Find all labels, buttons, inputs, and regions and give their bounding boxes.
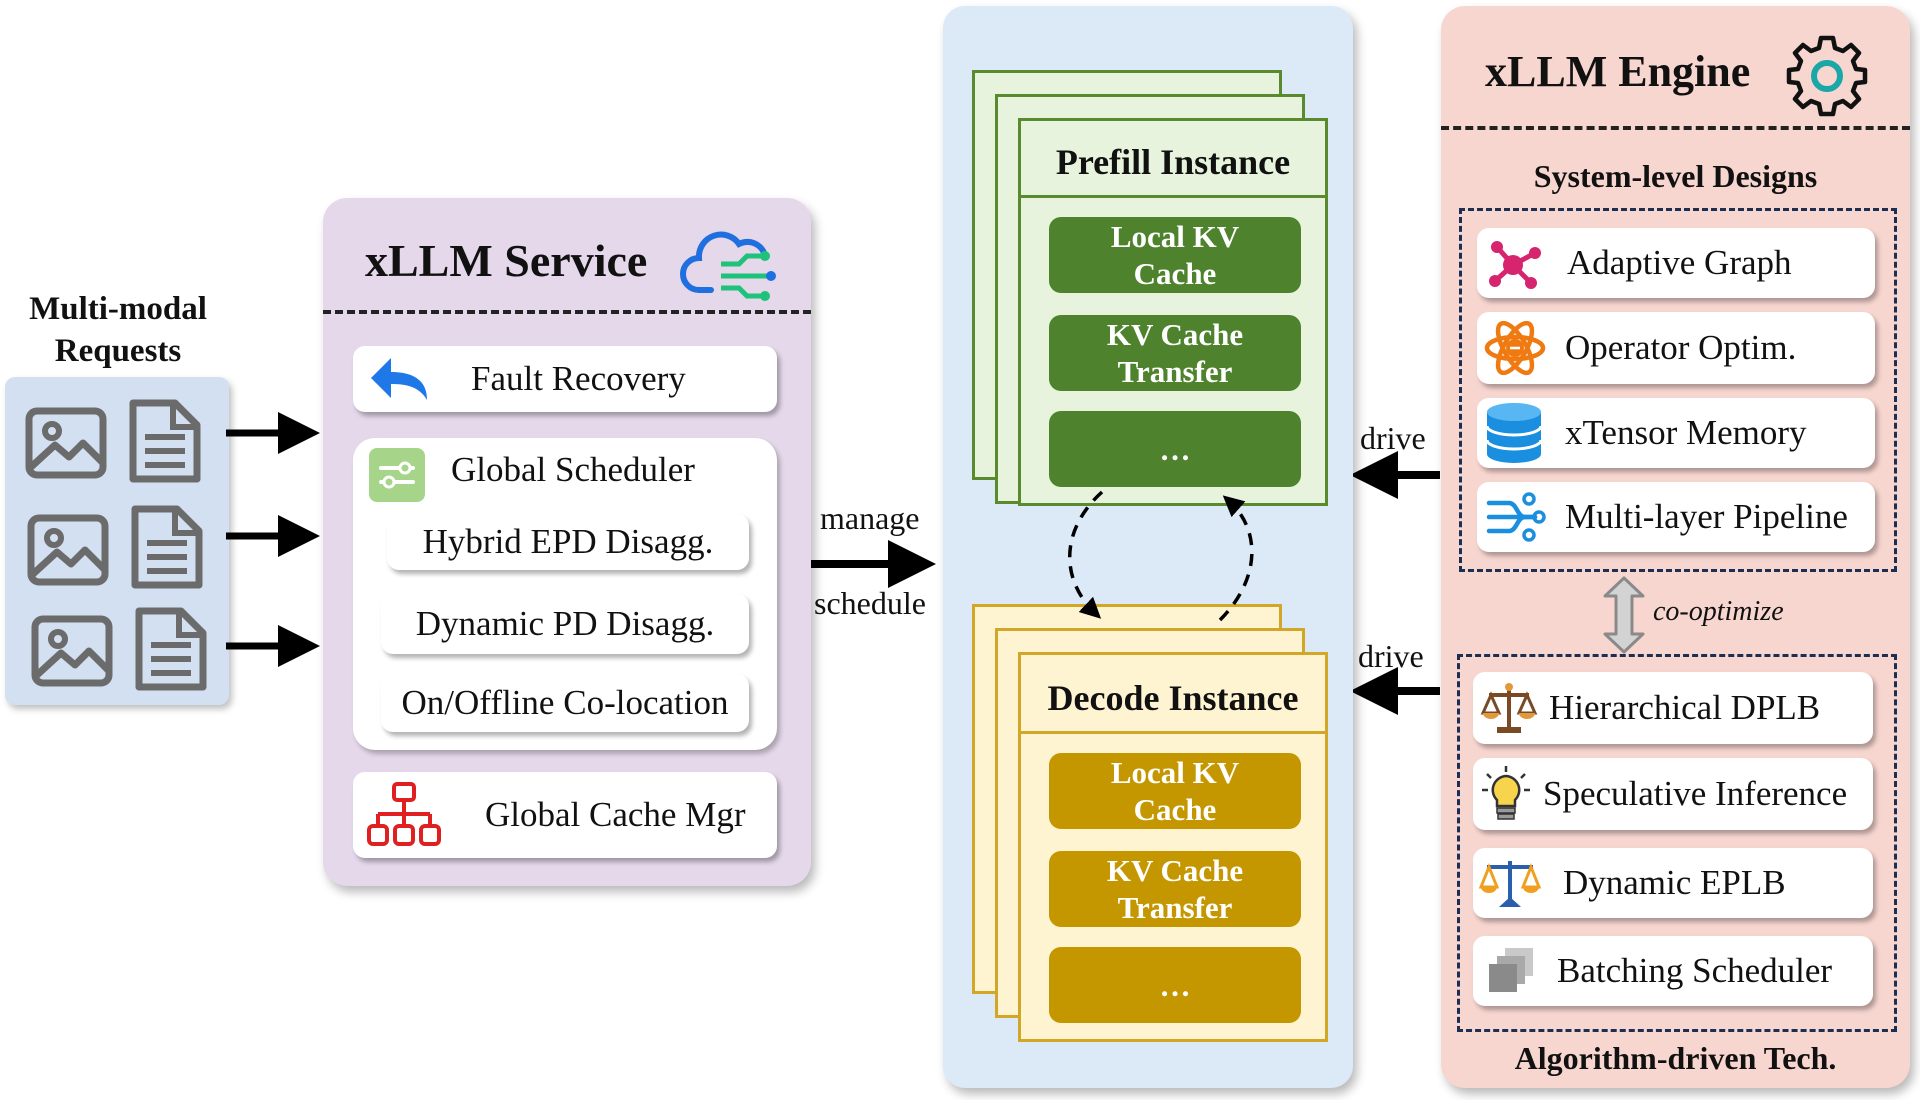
prefill-local-kv-cache: Local KV Cache — [1049, 217, 1301, 293]
speculative-inference-card: Speculative Inference — [1473, 758, 1873, 830]
decode-divider — [1021, 731, 1325, 734]
prefill-instance: Prefill Instance Local KV Cache KV Cache… — [1018, 118, 1328, 506]
scheduler-item: Dynamic PD Disagg. — [381, 594, 749, 654]
decode-kv-cache-transfer: KV Cache Transfer — [1049, 851, 1301, 927]
engine-divider — [1441, 126, 1910, 130]
dynamic-eplb-card: Dynamic EPLB — [1473, 848, 1873, 918]
engine-panel: xLLM Engine System-level Designs Adaptiv… — [1441, 6, 1910, 1088]
document-icon — [131, 505, 203, 589]
sliders-icon — [369, 448, 425, 502]
requests-panel — [5, 377, 229, 705]
decode-item-label: … — [1159, 967, 1191, 1003]
loop-arrow-up — [1218, 495, 1254, 622]
multi-layer-pipeline-card: Multi-layer Pipeline — [1477, 482, 1875, 552]
prefill-item-label: Local KV Cache — [1110, 219, 1240, 291]
database-icon — [1485, 403, 1543, 463]
hierarchy-icon — [367, 782, 441, 846]
algo-item-label: Speculative Inference — [1543, 774, 1848, 813]
graph-nodes-icon — [1489, 241, 1541, 289]
engine-title: xLLM Engine — [1485, 47, 1751, 96]
algo-item-label: Hierarchical DPLB — [1549, 688, 1821, 727]
system-item-label: Multi-layer Pipeline — [1565, 497, 1848, 536]
adaptive-graph-card: Adaptive Graph — [1477, 228, 1875, 298]
balance-icon — [1478, 861, 1542, 907]
decode-local-kv-cache: Local KV Cache — [1049, 753, 1301, 829]
pipeline-icon — [1486, 492, 1546, 542]
balance-scale-icon — [1480, 683, 1538, 733]
scheduler-item-label: Dynamic PD Disagg. — [415, 604, 715, 643]
global-scheduler-card: Global Scheduler Hybrid EPD Disagg. Dyna… — [353, 438, 777, 750]
prefill-ellipsis: … — [1049, 411, 1301, 487]
requests-title-line2: Requests — [54, 333, 182, 369]
image-icon — [25, 407, 107, 479]
prefill-item-label: … — [1159, 431, 1191, 467]
global-scheduler-label: Global Scheduler — [451, 450, 695, 489]
loop-arrow-down — [1068, 490, 1104, 619]
algo-item-label: Dynamic EPLB — [1563, 863, 1786, 902]
atom-icon — [1484, 320, 1546, 376]
prefill-item-label: KV Cache Transfer — [1106, 317, 1244, 389]
stacked-layers-icon — [1489, 948, 1533, 992]
scheduler-item-label: On/Offline Co-location — [401, 683, 729, 722]
system-title: System-level Designs — [1533, 158, 1818, 194]
image-icon — [27, 514, 109, 586]
prefill-divider — [1021, 195, 1325, 198]
algo-item-label: Batching Scheduler — [1557, 951, 1833, 990]
service-divider — [323, 310, 811, 314]
operator-optim-card: Operator Optim. — [1477, 312, 1875, 384]
decode-item-label: Local KV Cache — [1110, 755, 1240, 827]
system-item-label: Adaptive Graph — [1567, 243, 1792, 282]
fault-recovery-card: Fault Recovery — [353, 346, 777, 412]
drive-label-bottom: drive — [1358, 638, 1424, 674]
decode-ellipsis: … — [1049, 947, 1301, 1023]
document-icon — [129, 399, 201, 483]
cloud-network-icon — [680, 231, 776, 301]
requests-title: Multi-modal Requests — [0, 288, 236, 372]
fault-recovery-label: Fault Recovery — [471, 359, 686, 398]
algo-title: Algorithm-driven Tech. — [1514, 1040, 1837, 1076]
decode-instance: Decode Instance Local KV Cache KV Cache … — [1018, 652, 1328, 1042]
gear-icon — [1786, 35, 1868, 117]
service-panel: xLLM Service Fault Recovery Global Sched… — [323, 198, 811, 886]
global-cache-mgr-card: Global Cache Mgr — [353, 772, 777, 858]
service-title: xLLM Service — [365, 235, 648, 286]
drive-label-top: drive — [1360, 420, 1426, 456]
co-optimize-label: co-optimize — [1653, 596, 1784, 627]
scheduler-item: Hybrid EPD Disagg. — [387, 514, 749, 570]
co-optimize-arrow — [1603, 576, 1645, 654]
prefill-title: Prefill Instance — [1055, 142, 1291, 182]
global-cache-mgr-label: Global Cache Mgr — [485, 795, 746, 834]
algorithm-tech-box — [1457, 654, 1897, 1032]
decode-item-label: KV Cache Transfer — [1106, 853, 1244, 925]
undo-arrow-icon — [371, 358, 427, 400]
system-item-label: Operator Optim. — [1565, 328, 1797, 367]
scheduler-item: On/Offline Co-location — [381, 674, 749, 732]
hierarchical-dplb-card: Hierarchical DPLB — [1473, 672, 1873, 744]
scheduler-item-label: Hybrid EPD Disagg. — [422, 522, 714, 561]
manage-label: manage — [820, 500, 920, 536]
system-item-label: xTensor Memory — [1565, 413, 1807, 452]
xtensor-memory-card: xTensor Memory — [1477, 398, 1875, 468]
prefill-kv-cache-transfer: KV Cache Transfer — [1049, 315, 1301, 391]
schedule-label: schedule — [814, 585, 926, 621]
system-designs-box — [1459, 208, 1897, 572]
decode-title: Decode Instance — [1047, 678, 1299, 718]
batching-scheduler-card: Batching Scheduler — [1473, 936, 1873, 1006]
document-icon — [135, 607, 207, 691]
requests-title-line1: Multi-modal — [29, 291, 207, 327]
lightbulb-icon — [1482, 766, 1530, 820]
image-icon — [31, 615, 113, 687]
